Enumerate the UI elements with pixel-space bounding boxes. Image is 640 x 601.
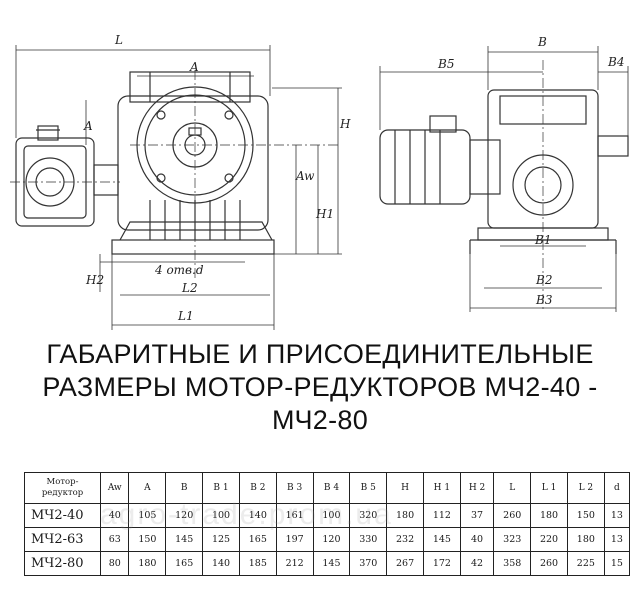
header-model: Мотор- редуктор [24,472,101,504]
label-B4: B4 [607,55,624,69]
cell-model: МЧ2-40 [24,503,101,528]
header-model-line-1: Мотор- [46,477,79,487]
table-cell: 180 [566,527,605,552]
label-B: B [537,35,547,49]
heading-line-2: РАЗМЕРЫ МОТОР-РЕДУКТОРОВ МЧ2-40 - [42,372,598,402]
label-L1: L1 [177,309,194,323]
header-b4: B 4 [312,472,351,504]
label-Aw: Aw [295,169,315,183]
table-cell: 212 [275,551,314,576]
cell-model: МЧ2-80 [24,551,101,576]
cell-model: МЧ2-63 [24,527,101,552]
table-cell: 140 [202,551,240,576]
header-d: d [603,472,631,504]
label-holes: 4 отв.d [154,263,204,277]
table-cell: 180 [530,503,568,528]
label-B3: B3 [535,293,553,307]
table-cell: 15 [603,551,631,576]
table-cell: 63 [99,527,130,552]
table-cell: 225 [566,551,605,576]
header-l: L [493,472,532,504]
table-cell: 120 [165,503,204,528]
table-cell: 260 [530,551,568,576]
table-cell: 358 [493,551,532,576]
table-cell: 185 [238,551,277,576]
header-h1: H 1 [422,472,461,504]
table-cell: 145 [422,527,461,552]
page-heading: ГАБАРИТНЫЕ И ПРИСОЕДИНИТЕЛЬНЫЕ РАЗМЕРЫ М… [0,338,640,437]
label-H2: H2 [85,273,104,287]
header-b3: B 3 [275,472,314,504]
table-cell: 145 [312,551,351,576]
table-cell: 180 [128,551,167,576]
heading-line-3: МЧ2-80 [271,405,369,435]
header-h2: H 2 [459,472,495,504]
table-cell: 13 [603,527,631,552]
table-row: МЧ2-40 40 105 120 100 140 161 100 320 18… [24,503,631,528]
table-cell: 165 [238,527,277,552]
header-l1: L 1 [530,472,568,504]
table-cell: 267 [386,551,424,576]
label-B2: B2 [535,273,552,287]
header-l2: L 2 [566,472,605,504]
table-cell: 42 [459,551,495,576]
table-cell: 100 [202,503,240,528]
table-row: МЧ2-80 80 180 165 140 185 212 145 370 26… [24,551,631,576]
watermark: agro-trade.prom.ua [100,498,393,531]
table-cell: 13 [603,503,631,528]
label-H1: H1 [315,207,334,221]
table-cell: 370 [349,551,388,576]
table-cell: 112 [422,503,461,528]
header-b: B [165,472,204,504]
label-L2: L2 [181,281,198,295]
label-B1: B1 [534,233,551,247]
table-cell: 37 [459,503,495,528]
table-cell: 40 [99,503,130,528]
label-A: A [189,60,199,74]
label-H: H [339,117,351,131]
table-cell: 150 [566,503,605,528]
table-cell: 161 [275,503,314,528]
table-cell: 165 [165,551,204,576]
label-A-side: A [83,119,93,133]
table-cell: 260 [493,503,532,528]
technical-drawing: L A H Aw H1 A H2 4 отв.d L2 L1 [10,33,629,330]
label-L: L [114,33,123,47]
table-cell: 330 [349,527,388,552]
label-B5: B5 [437,57,454,71]
table-cell: 80 [99,551,130,576]
dimensions-table: Мотор- редуктор Aw A B B 1 B 2 B 3 B 4 B… [24,472,631,576]
table-cell: 220 [530,527,568,552]
table-cell: 232 [386,527,424,552]
table-cell: 172 [422,551,461,576]
table-cell: 150 [128,527,167,552]
header-model-line-2: редуктор [41,488,84,498]
table-cell: 120 [312,527,351,552]
table-cell: 40 [459,527,495,552]
heading-line-1: ГАБАРИТНЫЕ И ПРИСОЕДИНИТЕЛЬНЫЕ [46,339,594,369]
table-cell: 323 [493,527,532,552]
